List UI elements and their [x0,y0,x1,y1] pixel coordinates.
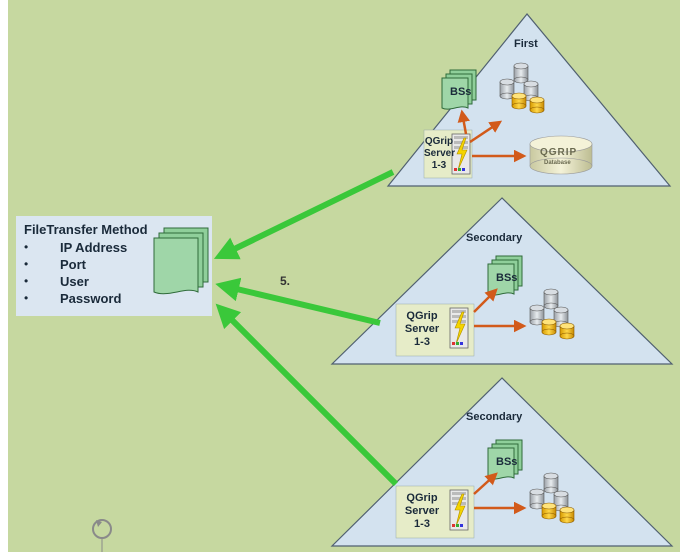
arrow-first-to-file [213,169,395,260]
server-label: QGrip Server 1-3 [398,310,446,349]
server-label: QGrip Server 1-3 [424,136,456,172]
step-label: 5. [280,274,291,288]
cluster-title-secondary-1: Secondary [466,232,523,244]
list-item-label: Port [60,257,86,272]
arrow-secondary1-to-file [215,277,381,326]
secondary-cluster-2 [395,439,574,539]
bss-label: BSs [496,456,518,468]
bss-label: BSs [450,86,472,98]
bullet: • [24,240,29,254]
server-label-line: QGrip [424,136,454,147]
secondary-cluster-1 [395,255,574,357]
arrow-secondary2-to-file [215,303,399,487]
document-stack-icon [153,227,209,295]
cluster-title-first: First [514,38,538,50]
bullet: • [24,291,29,305]
bullet: • [24,257,29,271]
database-sublabel: Database [544,160,571,166]
refresh-icon[interactable] [92,519,112,552]
right-margin [680,0,688,552]
server-icon [449,307,469,349]
server-label-line: Server [424,148,456,159]
bullet: • [24,274,29,288]
list-item-label: User [60,274,89,289]
bss-label: BSs [496,272,518,284]
list-item: • User [24,274,154,291]
server-label-line: Server [404,505,440,517]
list-item-label: IP Address [60,240,128,255]
server-label-line: QGrip [406,310,438,322]
cluster-title-secondary-2: Secondary [466,411,523,423]
server-icon [449,489,469,531]
server-label-line: 1-3 [431,160,447,171]
server-label-line: QGrip [406,492,438,504]
first-cluster [423,63,593,179]
list-item: • IP Address [24,240,154,257]
file-transfer-title: FileTransfer Method [24,222,148,237]
file-transfer-list: • IP Address • Port • User • Password [24,240,154,308]
server-label-line: 1-3 [414,336,430,348]
list-item: • Password [24,291,154,308]
database-icon [529,135,593,175]
server-label: QGrip Server 1-3 [398,492,446,531]
list-item: • Port [24,257,154,274]
database-label: QGRIP [540,147,578,158]
list-item-label: Password [60,291,122,306]
left-margin [0,0,8,552]
server-label-line: Server [404,323,440,335]
server-label-line: 1-3 [414,518,430,530]
